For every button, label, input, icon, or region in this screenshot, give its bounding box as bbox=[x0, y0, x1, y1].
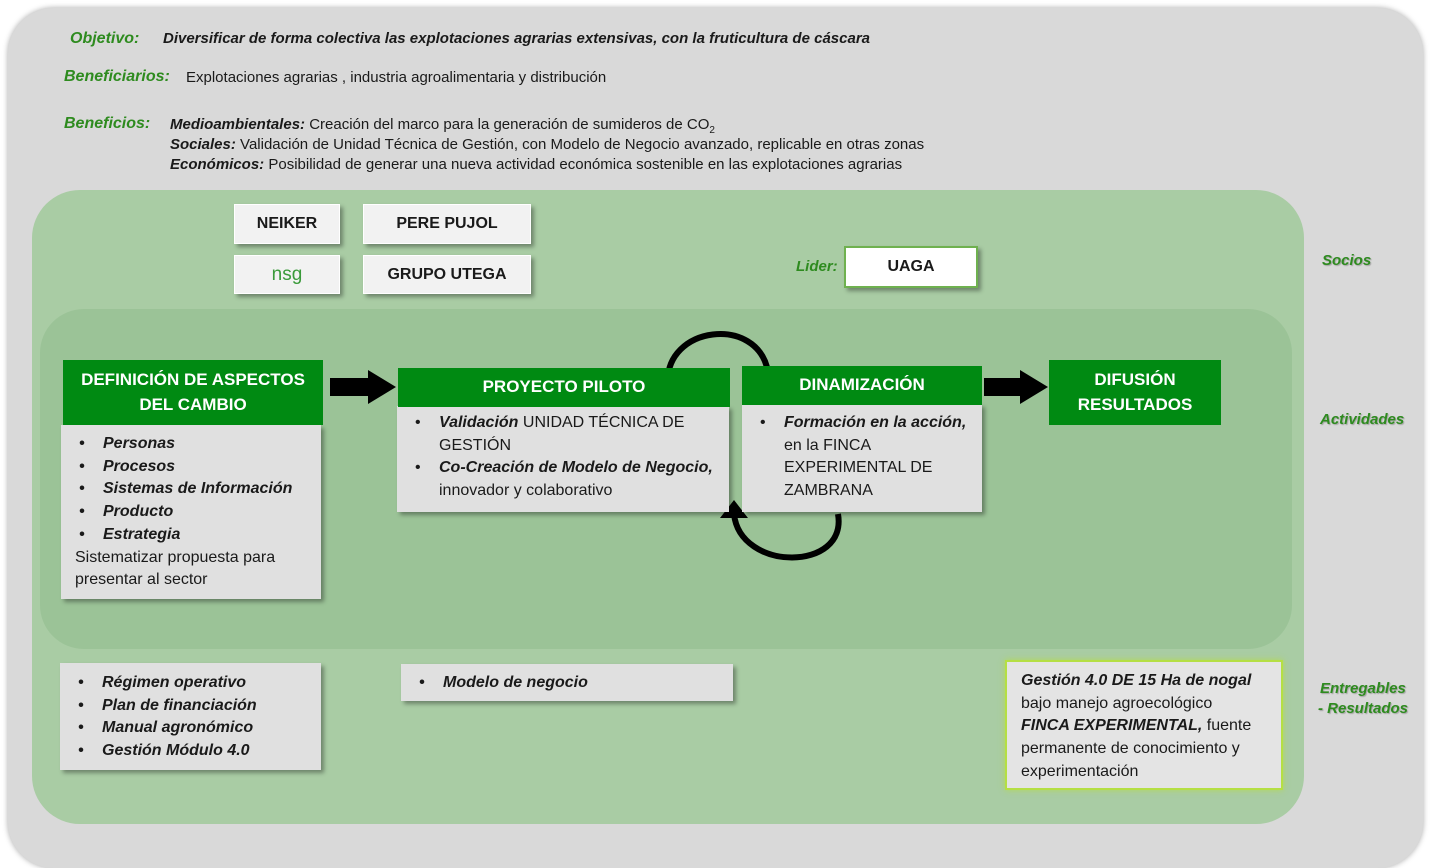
list-item: Personas bbox=[75, 433, 309, 456]
resultado-bold-1: Gestión 4.0 DE 15 Ha de nogal bbox=[1021, 672, 1252, 689]
list-item: Procesos bbox=[75, 456, 309, 479]
objetivo-text: Diversificar de forma colectiva las expl… bbox=[163, 30, 870, 47]
piloto-bullets: Validación UNIDAD TÉCNICA DE GESTIÓN Co-… bbox=[411, 412, 719, 503]
list-item: Modelo de negocio bbox=[415, 672, 723, 695]
beneficios-label: Beneficios: bbox=[64, 115, 151, 132]
definicion-note: Sistematizar propuesta para presentar al… bbox=[75, 548, 276, 589]
item-text: innovador y colaborativo bbox=[439, 482, 613, 500]
side-label-actividades: Actividades bbox=[1320, 411, 1405, 428]
dinamizacion-title: DINAMIZACIÓN bbox=[742, 366, 982, 405]
beneficio-text: Validación de Unidad Técnica de Gestión,… bbox=[240, 136, 925, 153]
item-bold: Co-Creación de Modelo de Negocio, bbox=[439, 459, 713, 477]
partner-pere-pujol: PERE PUJOL bbox=[363, 204, 531, 244]
beneficio-text: Posibilidad de generar una nueva activid… bbox=[268, 156, 903, 173]
flow-arrows bbox=[330, 331, 1048, 561]
partner-nsg-logo: nsg bbox=[234, 255, 340, 294]
partner-grupo-utega: GRUPO UTEGA bbox=[363, 255, 531, 294]
list-item: Co-Creación de Modelo de Negocio, innova… bbox=[411, 457, 719, 502]
entregables-bullets: Régimen operativo Plan de financiación M… bbox=[74, 672, 309, 763]
list-item: Formación en la acción, en la FINCA EXPE… bbox=[756, 412, 972, 503]
entregables-list-2: Modelo de negocio bbox=[401, 664, 733, 701]
list-item: Régimen operativo bbox=[74, 672, 309, 695]
definicion-title: DEFINICIÓN DE ASPECTOS DEL CAMBIO bbox=[63, 360, 323, 425]
beneficio-text: Creación del marco para la generación de… bbox=[309, 116, 710, 133]
dinamizacion-bullets: Formación en la acción, en la FINCA EXPE… bbox=[756, 412, 972, 503]
cycle-arrow-top bbox=[664, 331, 771, 385]
beneficio-economico: Económicos: Posibilidad de generar una n… bbox=[170, 156, 902, 173]
resultado-line: FINCA EXPERIMENTAL, fuente permanente de… bbox=[1021, 715, 1271, 783]
item-text: UNIDAD TÉCNICA DE GESTIÓN bbox=[439, 414, 685, 454]
list-item: Producto bbox=[75, 501, 309, 524]
resultado-final-box: Gestión 4.0 DE 15 Ha de nogal bajo manej… bbox=[1005, 660, 1283, 790]
objetivo-label: Objetivo: bbox=[70, 30, 140, 47]
arrow-right-1 bbox=[330, 370, 396, 404]
list-item: Plan de financiación bbox=[74, 695, 309, 718]
arrow-right-2 bbox=[984, 370, 1048, 404]
beneficio-social: Sociales: Validación de Unidad Técnica d… bbox=[170, 136, 924, 153]
definicion-details: Personas Procesos Sistemas de Informació… bbox=[61, 425, 321, 599]
list-item: Estrategia bbox=[75, 524, 309, 547]
partner-neiker: NEIKER bbox=[234, 204, 340, 244]
list-item: Validación UNIDAD TÉCNICA DE GESTIÓN bbox=[411, 412, 719, 457]
item-bold: Validación bbox=[439, 414, 519, 431]
beneficiarios-text: Explotaciones agrarias , industria agroa… bbox=[186, 69, 607, 86]
beneficio-subscript: 2 bbox=[709, 125, 715, 136]
definicion-bullets: Personas Procesos Sistemas de Informació… bbox=[75, 433, 309, 547]
item-bold: Formación en la acción, bbox=[784, 414, 967, 431]
beneficio-medioambiental: Medioambientales: Creación del marco par… bbox=[170, 116, 715, 136]
difusion-title: DIFUSIÓN RESULTADOS bbox=[1049, 360, 1221, 425]
resultado-text-1: bajo manejo agroecológico bbox=[1021, 694, 1213, 712]
beneficio-label: Sociales: bbox=[170, 136, 236, 153]
dinamizacion-details: Formación en la acción, en la FINCA EXPE… bbox=[742, 404, 982, 512]
cycle-arrow-bottom bbox=[731, 513, 842, 561]
beneficio-label: Económicos: bbox=[170, 156, 265, 173]
piloto-details: Validación UNIDAD TÉCNICA DE GESTIÓN Co-… bbox=[397, 406, 729, 512]
entregables-list-1: Régimen operativo Plan de financiación M… bbox=[60, 663, 321, 770]
cycle-arrowhead-bottom bbox=[720, 500, 748, 518]
partner-uaga: UAGA bbox=[844, 246, 978, 288]
side-label-socios: Socios bbox=[1322, 252, 1372, 269]
side-label-entregables: Entregables bbox=[1320, 680, 1406, 697]
resultado-bold-2: FINCA EXPERIMENTAL, bbox=[1021, 717, 1203, 735]
entregables-bullets: Modelo de negocio bbox=[415, 672, 723, 695]
beneficiarios-label: Beneficiarios: bbox=[64, 68, 170, 85]
list-item: Gestión Módulo 4.0 bbox=[74, 740, 309, 763]
piloto-title: PROYECTO PILOTO bbox=[398, 368, 730, 407]
side-label-resultados: - Resultados bbox=[1318, 700, 1409, 717]
beneficio-label: Medioambientales: bbox=[170, 116, 306, 133]
list-item: Sistemas de Información bbox=[75, 478, 309, 501]
lider-label: Lider: bbox=[796, 258, 838, 275]
list-item: Manual agronómico bbox=[74, 717, 309, 740]
item-text: en la FINCA EXPERIMENTAL DE ZAMBRANA bbox=[784, 436, 933, 500]
resultado-text-2: fuente permanente de conocimiento y expe… bbox=[1021, 717, 1252, 780]
